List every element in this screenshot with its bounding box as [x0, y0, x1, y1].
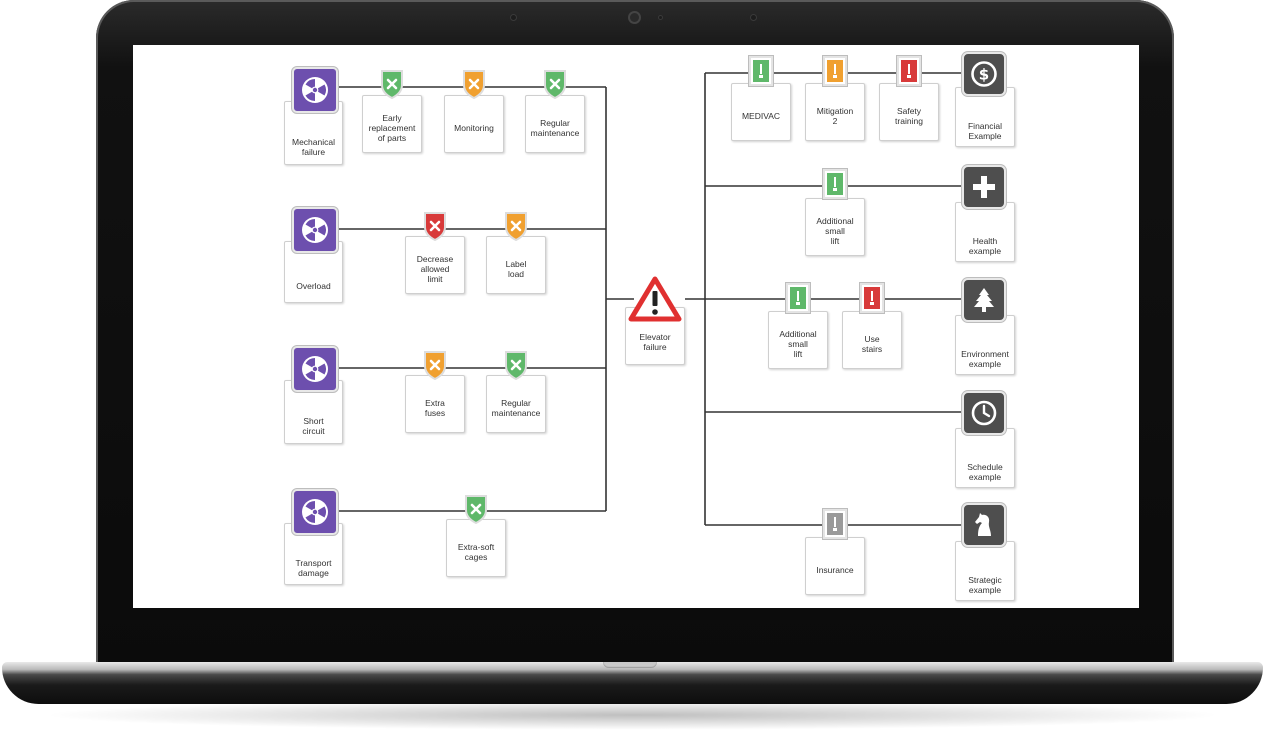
shield-orange-icon	[503, 211, 529, 246]
barrier-card[interactable]: Regular maintenance	[525, 95, 585, 153]
cause-label: Transport damage	[295, 558, 332, 578]
barrier-label: Regular maintenance	[530, 118, 580, 138]
consequence-card[interactable]: Schedule example	[955, 428, 1015, 488]
shield-red-icon	[422, 211, 448, 246]
shield-green-icon	[503, 350, 529, 385]
barrier-label: Additional small lift	[779, 329, 817, 359]
barrier-card[interactable]: Extra-soft cages	[446, 519, 506, 577]
barrier-tag-red-icon	[897, 56, 921, 86]
barrier-label: Use stairs	[861, 334, 883, 354]
plus-cross-icon	[962, 165, 1006, 209]
chess-knight-icon	[962, 503, 1006, 547]
consequence-label: Environment example	[961, 349, 1009, 369]
barrier-label: Extra-soft cages	[457, 542, 495, 562]
sensor-dot-icon	[751, 15, 756, 20]
sensor-dot-icon	[511, 15, 516, 20]
shield-orange-icon	[422, 350, 448, 385]
consequence-card[interactable]: Strategic example	[955, 541, 1015, 601]
hazard-radiation-icon	[292, 489, 338, 535]
cause-label: Mechanical failure	[292, 137, 335, 157]
shield-green-icon	[379, 69, 405, 104]
mitigation-barrier-card[interactable]: Mitigation 2	[805, 83, 865, 141]
barrier-label: Decrease allowed limit	[416, 254, 454, 284]
barrier-label: Mitigation 2	[816, 106, 854, 126]
barrier-label: Additional small lift	[816, 216, 854, 246]
lid-notch	[603, 662, 657, 668]
mitigation-barrier-card[interactable]: Safety training	[879, 83, 939, 141]
barrier-label: Safety training	[895, 106, 923, 126]
warning-triangle-icon	[628, 276, 682, 327]
hazard-radiation-icon	[292, 207, 338, 253]
barrier-label: MEDIVAC	[741, 111, 781, 121]
consequence-card[interactable]: Health example	[955, 202, 1015, 262]
barrier-label: Label load	[505, 259, 527, 279]
barrier-tag-green-icon	[823, 169, 847, 199]
barrier-card[interactable]: Decrease allowed limit	[405, 236, 465, 294]
consequence-card[interactable]: Financial Example	[955, 87, 1015, 147]
barrier-card[interactable]: Monitoring	[444, 95, 504, 153]
barrier-label: Monitoring	[454, 123, 494, 133]
barrier-tag-orange-icon	[823, 56, 847, 86]
consequence-label: Schedule example	[967, 462, 1003, 482]
mitigation-barrier-card[interactable]: Additional small lift	[768, 311, 828, 369]
barrier-label: Early replacement of parts	[368, 113, 416, 143]
mitigation-barrier-card[interactable]: Use stairs	[842, 311, 902, 369]
barrier-card[interactable]: Early replacement of parts	[362, 95, 422, 153]
top-event-label: Elevator failure	[639, 332, 671, 352]
mitigation-barrier-card[interactable]: MEDIVAC	[731, 83, 791, 141]
clock-icon	[962, 391, 1006, 435]
tree-icon	[962, 278, 1006, 322]
consequence-label: Strategic example	[968, 575, 1002, 595]
laptop-base	[2, 662, 1263, 704]
barrier-label: Regular maintenance	[491, 398, 541, 418]
barrier-label: Insurance	[816, 565, 854, 575]
barrier-card[interactable]: Label load	[486, 236, 546, 294]
hazard-radiation-icon	[292, 346, 338, 392]
barrier-tag-green-icon	[749, 56, 773, 86]
diagram-screen: Elevator failure Mechanical failure Earl…	[133, 45, 1139, 608]
barrier-card[interactable]: Regular maintenance	[486, 375, 546, 433]
webcam-icon	[630, 13, 639, 22]
barrier-tag-gray-icon	[823, 509, 847, 539]
shield-orange-icon	[461, 69, 487, 104]
barrier-tag-red-icon	[860, 283, 884, 313]
svg-text:$: $	[979, 66, 989, 84]
hazard-radiation-icon	[292, 67, 338, 113]
mitigation-barrier-card[interactable]: Insurance	[805, 537, 865, 595]
shield-green-icon	[463, 494, 489, 529]
consequence-label: Health example	[968, 236, 1002, 256]
drop-shadow	[40, 700, 1225, 730]
cause-label: Short circuit	[302, 416, 325, 436]
consequence-label: Financial Example	[967, 121, 1003, 141]
dollar-coin-icon: $	[962, 52, 1006, 96]
barrier-label: Extra fuses	[424, 398, 446, 418]
mitigation-barrier-card[interactable]: Additional small lift	[805, 198, 865, 256]
consequence-card[interactable]: Environment example	[955, 315, 1015, 375]
shield-green-icon	[542, 69, 568, 104]
cause-label: Overload	[296, 281, 331, 291]
barrier-tag-green-icon	[786, 283, 810, 313]
sensor-dot-icon	[659, 16, 662, 19]
